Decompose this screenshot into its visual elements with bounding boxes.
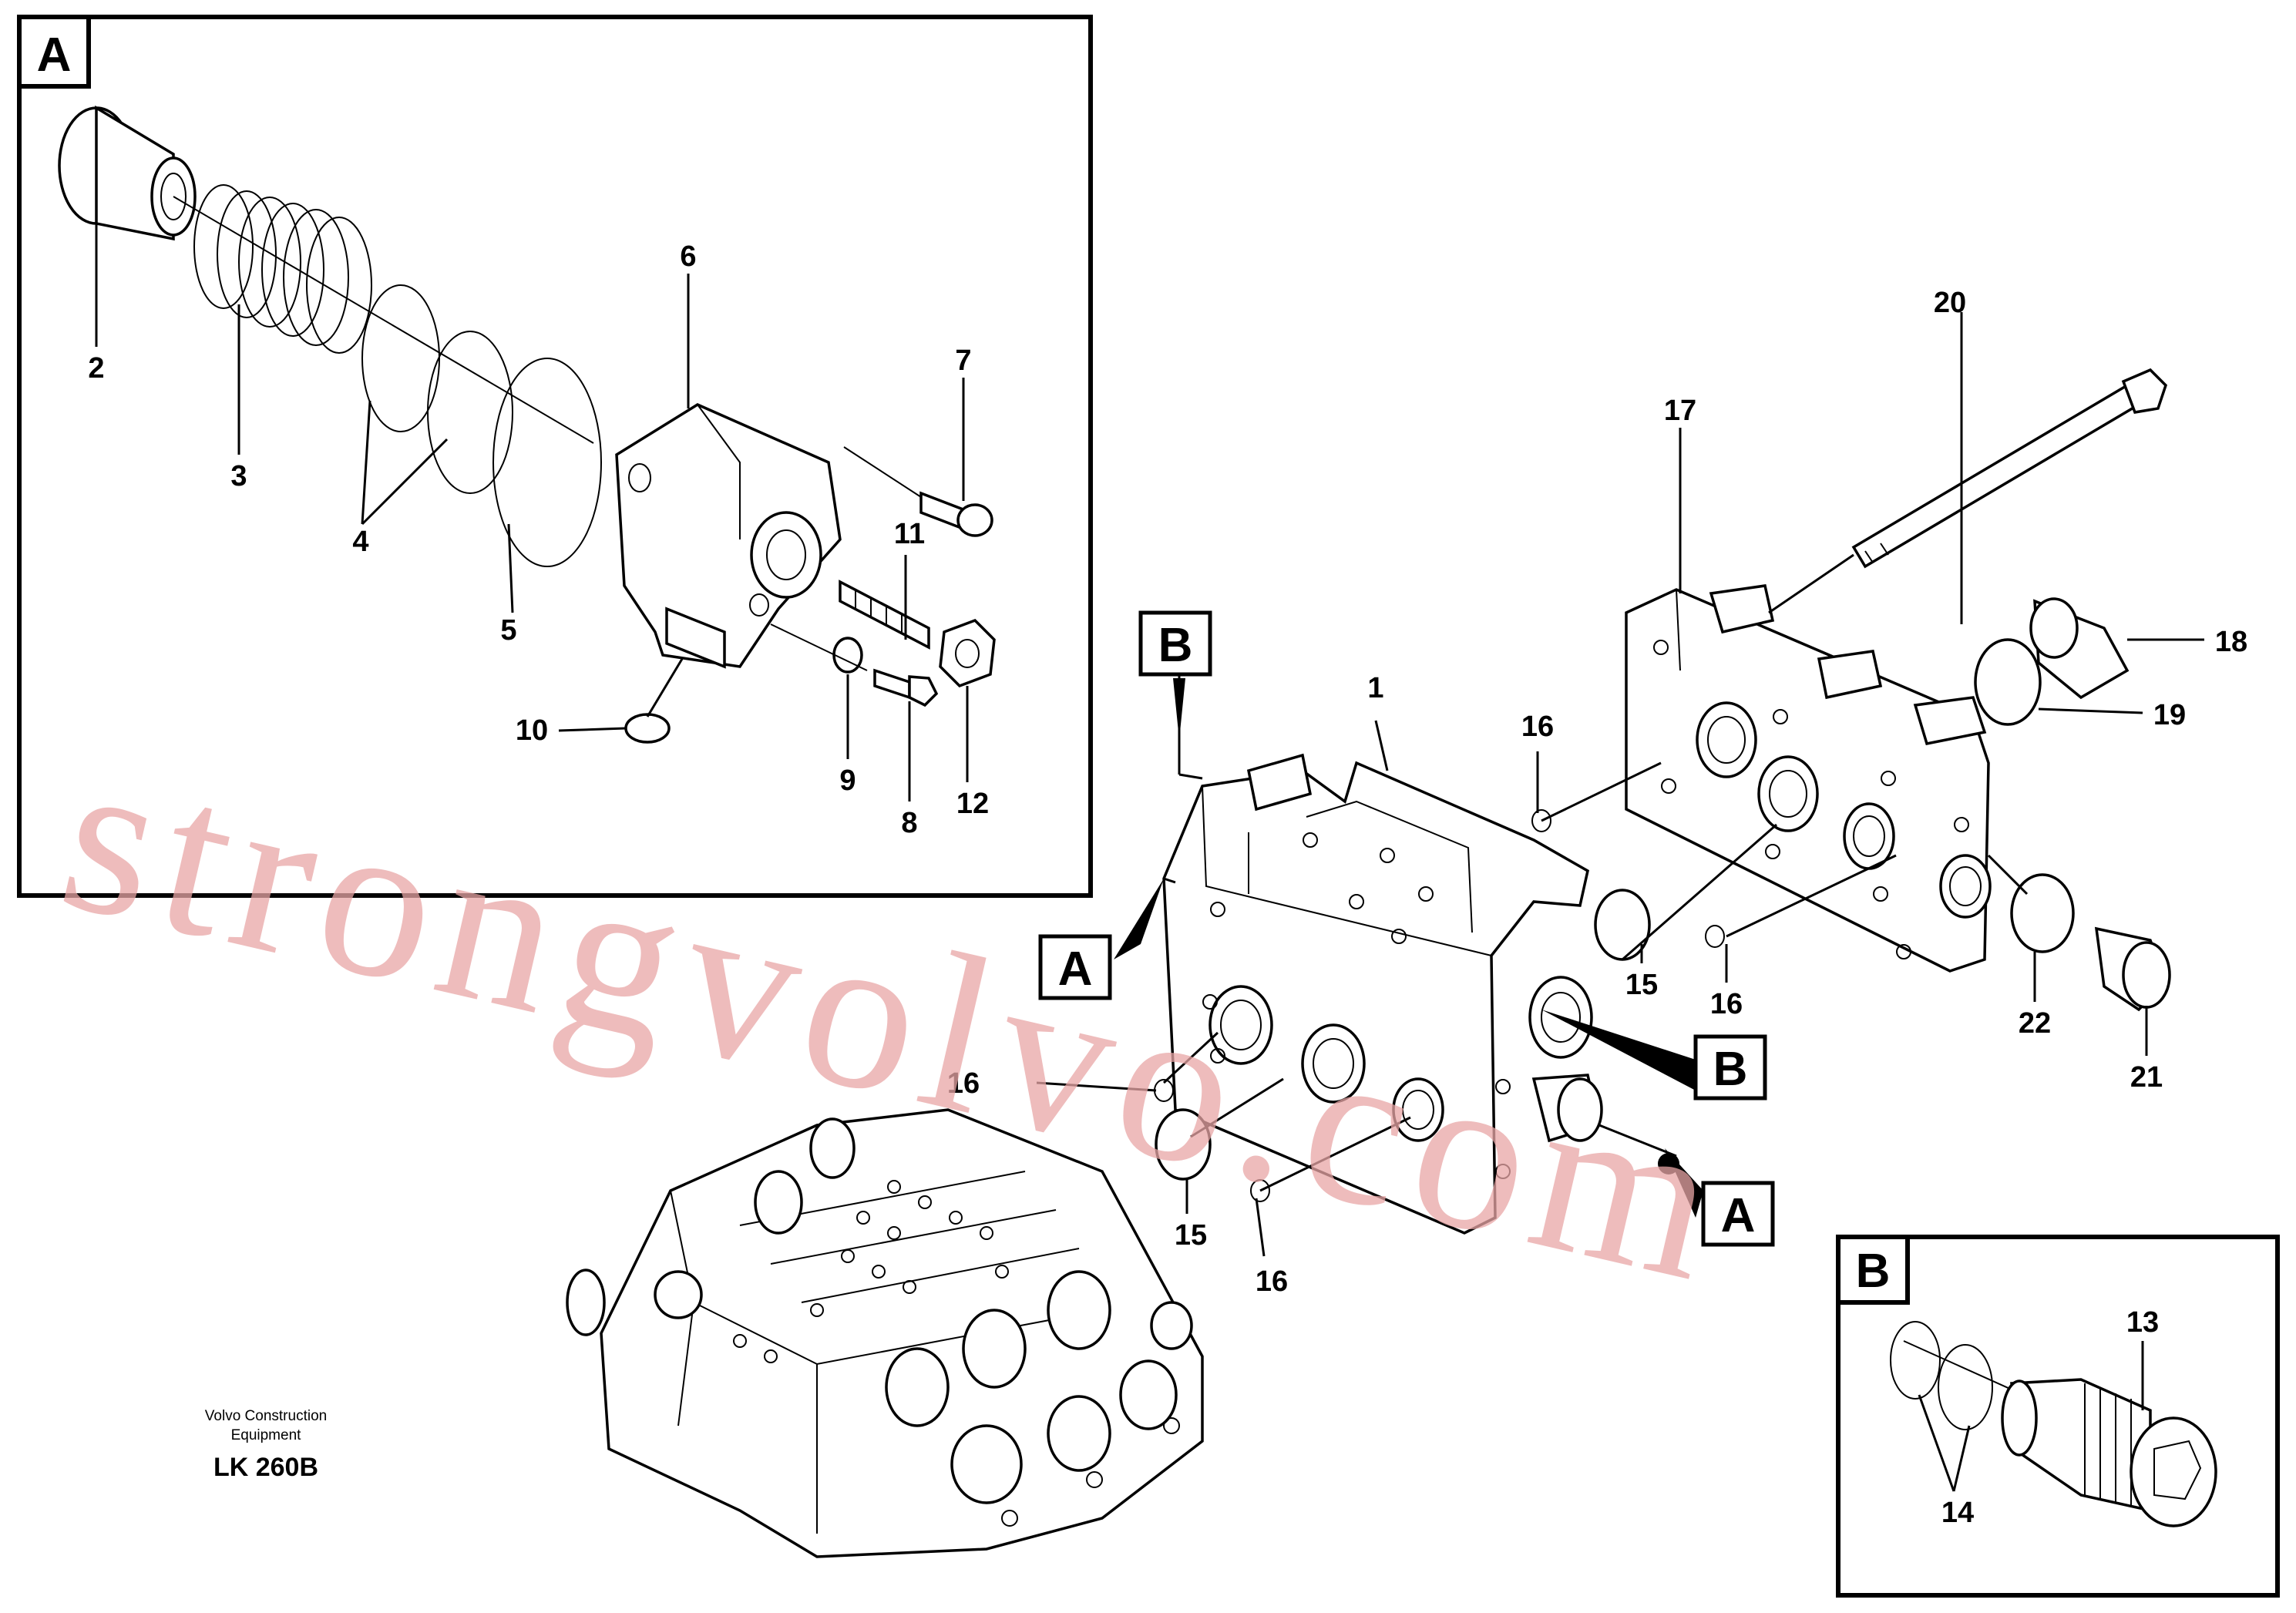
callout-19: 19 bbox=[2153, 699, 2186, 731]
o-ring-part-14a bbox=[1890, 1321, 1941, 1400]
inset-b: B 13 14 bbox=[1836, 1235, 2280, 1598]
ref-b-right: B bbox=[1713, 1043, 1748, 1096]
cap-screw-part-7 bbox=[919, 491, 993, 537]
callout-6: 6 bbox=[680, 240, 696, 273]
spring-part-3 bbox=[193, 184, 372, 354]
o-ring-part-19 bbox=[1974, 638, 2042, 726]
inset-a: A bbox=[17, 15, 1093, 898]
caption-line-2: Equipment bbox=[231, 1427, 302, 1443]
ref-a-bottom: A bbox=[1721, 1189, 1756, 1242]
ring-part-16-right bbox=[1705, 925, 1725, 948]
callout-15-lower: 15 bbox=[1175, 1219, 1207, 1252]
callout-7: 7 bbox=[955, 344, 971, 377]
callout-16-right: 16 bbox=[1710, 988, 1743, 1020]
control-valve-overview bbox=[566, 1108, 1204, 1558]
callout-16-bottom: 16 bbox=[1256, 1265, 1288, 1298]
ring-part-16-top bbox=[1531, 809, 1551, 832]
ref-b-top: B bbox=[1158, 619, 1193, 672]
ref-a-left: A bbox=[1058, 943, 1093, 996]
callout-15-upper: 15 bbox=[1625, 969, 1658, 1001]
housing-part-6 bbox=[615, 403, 842, 669]
callout-1: 1 bbox=[1367, 672, 1383, 704]
callout-9: 9 bbox=[839, 764, 856, 797]
callout-18: 18 bbox=[2215, 626, 2247, 658]
sleeve-part-2 bbox=[58, 105, 197, 241]
ring-part-5 bbox=[492, 358, 602, 567]
callout-17: 17 bbox=[1664, 395, 1696, 427]
o-ring-part-14b bbox=[1938, 1344, 1993, 1430]
plug-part-18 bbox=[2029, 597, 2130, 700]
cartridge-part-13 bbox=[2001, 1378, 2217, 1527]
callout-5: 5 bbox=[500, 614, 516, 647]
callout-13: 13 bbox=[2126, 1306, 2159, 1339]
callout-16-top: 16 bbox=[1521, 711, 1554, 743]
bolt-part-20 bbox=[1851, 368, 2168, 569]
caption-line-1: Volvo Construction bbox=[205, 1408, 327, 1424]
leader-1 bbox=[1374, 720, 1389, 771]
callout-10: 10 bbox=[516, 714, 548, 747]
callout-12: 12 bbox=[956, 788, 989, 820]
plug-part-21 bbox=[2094, 926, 2171, 1012]
valve-block-part-1 bbox=[1162, 753, 1603, 1235]
callout-22: 22 bbox=[2019, 1007, 2051, 1040]
callout-4: 4 bbox=[352, 526, 368, 558]
screw-part-8 bbox=[873, 668, 939, 707]
set-screw-part-11 bbox=[839, 580, 930, 650]
callout-11: 11 bbox=[894, 518, 925, 550]
callout-8: 8 bbox=[901, 807, 917, 839]
o-ring-part-4b bbox=[427, 331, 513, 494]
callout-20: 20 bbox=[1934, 287, 1966, 319]
inset-a-tag: A bbox=[37, 29, 72, 82]
o-ring-part-15-lower bbox=[1155, 1108, 1212, 1181]
callout-16-left: 16 bbox=[947, 1067, 980, 1100]
callout-3: 3 bbox=[230, 460, 247, 492]
callout-14: 14 bbox=[1941, 1497, 1974, 1529]
washer-part-9 bbox=[832, 637, 863, 674]
plug-part-10 bbox=[624, 713, 671, 744]
nut-part-12 bbox=[939, 618, 996, 688]
end-plate-part-17 bbox=[1625, 584, 1992, 973]
inset-b-tag: B bbox=[1856, 1245, 1891, 1298]
callout-21: 21 bbox=[2130, 1061, 2163, 1094]
model-code: LK 260B bbox=[213, 1453, 318, 1482]
ring-part-16-bottom bbox=[1250, 1179, 1270, 1202]
callout-2: 2 bbox=[88, 352, 104, 385]
